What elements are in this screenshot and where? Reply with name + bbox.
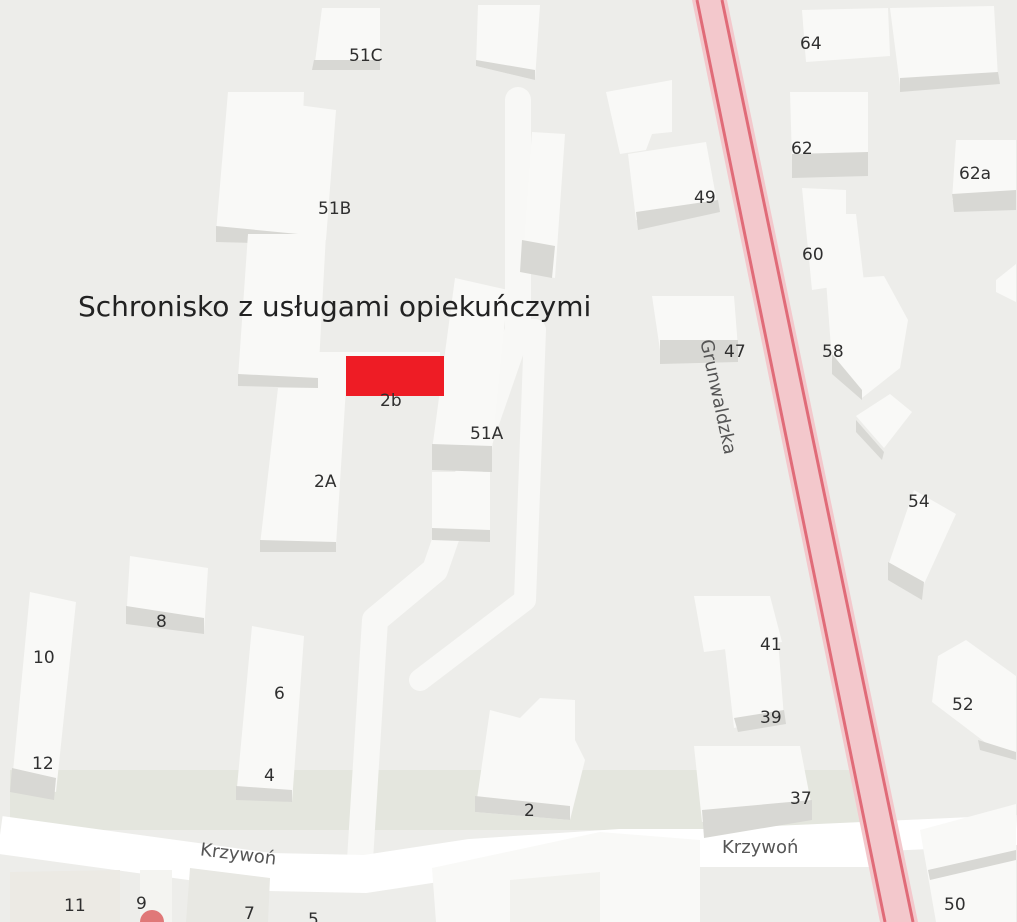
house-number-6: 6 — [274, 684, 285, 704]
house-number-41: 41 — [760, 635, 782, 655]
house-number-9: 9 — [136, 894, 147, 914]
house-number-47: 47 — [724, 342, 746, 362]
house-number-5: 5 — [308, 910, 319, 922]
house-number-51c: 51C — [349, 46, 383, 66]
house-number-8: 8 — [156, 612, 167, 632]
buildings-east — [606, 6, 1016, 922]
house-number-37: 37 — [790, 789, 812, 809]
red-marker-partial — [140, 910, 164, 922]
street-grunwaldzka — [692, 0, 918, 922]
street-label-krzywon-east: Krzywoń — [722, 837, 799, 858]
house-number-2a: 2A — [314, 472, 337, 492]
house-number-49: 49 — [694, 188, 716, 208]
house-number-58: 58 — [822, 342, 844, 362]
house-number-2: 2 — [524, 801, 535, 821]
poi-label: Schronisko z usługami opiekuńczymi — [78, 290, 592, 323]
buildings — [10, 5, 700, 922]
route-line-right — [720, 0, 915, 922]
house-number-39: 39 — [760, 708, 782, 728]
house-number-52: 52 — [952, 695, 974, 715]
house-number-51b: 51B — [318, 199, 352, 219]
house-number-51a: 51A — [470, 424, 504, 444]
house-number-12: 12 — [32, 754, 54, 774]
house-number-60: 60 — [802, 245, 824, 265]
footpath-loop — [409, 319, 546, 691]
house-number-7: 7 — [244, 904, 255, 922]
house-number-64: 64 — [800, 34, 822, 54]
route-line-left — [695, 0, 887, 922]
poi-marker[interactable] — [346, 356, 444, 396]
house-number-4: 4 — [264, 766, 275, 786]
house-number-62a: 62a — [959, 164, 992, 184]
house-number-50: 50 — [944, 895, 966, 915]
house-number-11: 11 — [64, 896, 86, 916]
house-number-10: 10 — [33, 648, 55, 668]
house-number-54: 54 — [908, 492, 930, 512]
footpath — [347, 87, 531, 873]
house-number-62: 62 — [791, 139, 813, 159]
house-number-2b: 2b — [380, 391, 402, 411]
